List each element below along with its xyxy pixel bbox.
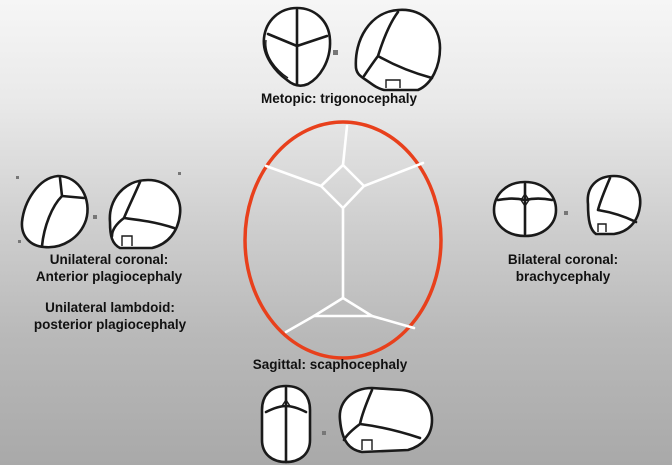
bilateral-top-view (492, 180, 558, 238)
unilateral-side-view (108, 178, 182, 250)
sagittal-top-view (260, 384, 312, 464)
anterior-fontanelle (319, 163, 366, 210)
lambdoid-suture-right (370, 314, 416, 330)
unilateral-lambdoid-label-line-1: Unilateral lambdoid: (45, 300, 175, 315)
unilateral-coronal-label-line-1: Unilateral coronal: (49, 252, 169, 267)
metopic-suture (341, 124, 349, 167)
metopic-top-view (262, 6, 332, 87)
unilateral-coronal-illustration (16, 172, 182, 250)
unilateral-lambdoid-label: Unilateral lambdoid: posterior plagiocep… (22, 299, 198, 333)
sagittal-label: Sagittal: scaphocephaly (252, 357, 408, 372)
center-sutures (264, 124, 425, 334)
bilateral-coronal-label: Bilateral coronal: brachycephaly (488, 251, 638, 285)
coronal-suture-right (362, 161, 425, 188)
bilateral-coronal-illustration (492, 174, 642, 238)
unilateral-coronal-label: Unilateral coronal: Anterior plagiocepha… (24, 251, 194, 285)
sagittal-side-view (338, 386, 434, 454)
center-skull-outline (243, 120, 443, 360)
lambdoid-suture-left (284, 314, 316, 334)
metopic-illustration (262, 6, 442, 92)
posterior-fontanelle (312, 296, 374, 318)
bilateral-coronal-label-line-1: Bilateral coronal: (507, 252, 619, 267)
metopic-separator-dot (333, 50, 338, 55)
bilateral-side-view (586, 174, 642, 236)
metopic-label: Metopic: trigonocephaly (261, 91, 418, 106)
unilateral-separator-dot (93, 215, 97, 219)
bilateral-coronal-label-line-2: brachycephaly (515, 269, 611, 284)
bilateral-separator-dot (564, 211, 568, 215)
unilateral-lambdoid-label-line-2: posterior plagiocephaly (33, 317, 187, 332)
unilateral-coronal-label-line-2: Anterior plagiocephaly (35, 269, 183, 284)
normal-skull-center (243, 120, 443, 360)
sagittal-illustration (260, 384, 434, 464)
sagittal-separator-dot (322, 431, 326, 435)
coronal-suture-left (264, 164, 323, 188)
unilateral-top-view (20, 174, 89, 249)
metopic-side-view (354, 8, 442, 92)
